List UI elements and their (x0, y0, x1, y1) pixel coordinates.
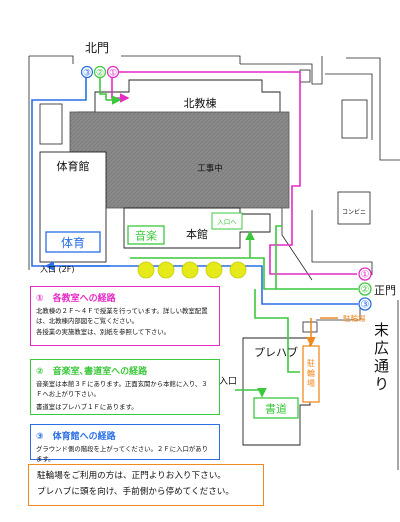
tree (205, 261, 223, 279)
tree (229, 261, 247, 279)
route-2-box: ② 音楽室､書道室への経路 音楽室は本館３Ｆにあります。正面玄関から本館に入り、… (30, 359, 220, 415)
small-building (337, 191, 371, 225)
route-3-marker-north (80, 65, 94, 79)
music-badge-label: 音楽 (135, 229, 157, 243)
prefab-label: プレハブ (254, 345, 298, 359)
small-building (341, 99, 368, 139)
route-3-marker-north-label: ③ (83, 69, 91, 79)
parking-note-line-1: 駐輪場をご利用の方は、正門よりお入り下さい。 (37, 471, 226, 481)
street-name-label: 末広通り (372, 322, 390, 394)
entrance-small-box (211, 212, 243, 230)
route-1-marker-north-label: ① (109, 69, 117, 79)
route-3-box: ③ 体育館への経路 グラウンド側の階段を上がってください。２Ｆに入口があります。 (30, 424, 220, 463)
parking-small-box (302, 321, 318, 333)
main-building-label: 本館 (186, 227, 208, 241)
tree (157, 261, 175, 279)
gym-label: 体育館 (57, 159, 90, 173)
route-1-box: ① 各教室への経路 北教棟の２Ｆ～４Ｆで授業を行っています。詳しい教室配置は、北… (30, 286, 220, 346)
route-1-marker-north (106, 65, 120, 79)
bicycle-parking-label: 駐輪場 (343, 313, 366, 323)
route-1-line: 各授業の実施教室は、別紙を参照して下さい。 (36, 328, 171, 337)
route-2-marker-gate-label: ② (361, 285, 370, 296)
route-3-title: ③ 体育館への経路 (36, 432, 116, 442)
gym-badge-label: 体育 (61, 235, 85, 250)
entrance-2f-label: 入口 (2F) (40, 265, 74, 274)
route-2-marker-north-label: ② (96, 69, 104, 79)
tree-row (137, 261, 247, 279)
tree (137, 261, 155, 279)
route-2-marker-north (93, 65, 107, 79)
route-1-title: ① 各教室への経路 (36, 294, 116, 304)
main-gate-label: 正門 (374, 284, 396, 297)
route-1-body: 北教棟の２Ｆ～４Ｆで授業を行っています。詳しい教室配置は、北教棟内部図をご覧くだ… (36, 307, 214, 338)
route-3-body: グラウンド側の階段を上がってください。２Ｆに入口があります。 (36, 445, 214, 464)
entrance-label: 入口 (219, 376, 237, 387)
route-2-body: 音楽室は本館３Ｆにあります。正面玄関から本館に入り、３Ｆへお上がり下さい。 書道… (36, 380, 214, 413)
gym-badge-box (45, 231, 101, 253)
tree (181, 261, 199, 279)
parking-note-line-2: プレハブに頭を向け、手前側から停めてください。 (37, 487, 234, 498)
route-1-line: 北教棟の２Ｆ～４Ｆで授業を行っています。詳しい教室配置は、北教棟内部図をご覧くだ… (36, 307, 208, 325)
calligraphy-badge-box (253, 397, 299, 419)
route-2-marker-gate (358, 282, 372, 296)
calligraphy-badge-label: 書道 (265, 402, 287, 416)
small-building (299, 69, 311, 83)
route-3-marker-gate-label: ③ (361, 300, 370, 311)
route-3-marker-gate (358, 297, 372, 311)
bicycle-parking-vertical-label: 駐輪場 (307, 358, 316, 389)
route-2-title: ② 音楽室､書道室への経路 (36, 367, 148, 377)
north-gate-label: 北門 (85, 41, 109, 55)
construction-label: 工事中 (197, 163, 223, 174)
route-2-line (99, 72, 358, 398)
bicycle-parking-box (302, 345, 320, 403)
route-1-marker-gate-label: ① (361, 270, 370, 281)
parking-note-box: 駐輪場をご利用の方は、正門よりお入り下さい。 プレハブに頭を向け、手前側から停め… (28, 464, 264, 506)
route-2-line: 音楽室は本館３Ｆにあります。正面玄関から本館に入り、３Ｆへお上がり下さい。 (36, 380, 208, 398)
route-1-marker-gate (358, 267, 372, 281)
north-building-label: 北教棟 (184, 96, 217, 110)
music-badge-box (127, 225, 165, 245)
parking-route-line (306, 317, 338, 347)
entrance-small-label: 入口へ (217, 218, 237, 226)
route-3-line: グラウンド側の階段を上がってください。２Ｆに入口があります。 (36, 445, 209, 463)
small-building (39, 103, 63, 145)
convenience-label: コンビニ (342, 208, 366, 216)
route-2-line: 書道室はプレハブ１Ｆにあります。 (36, 403, 138, 412)
